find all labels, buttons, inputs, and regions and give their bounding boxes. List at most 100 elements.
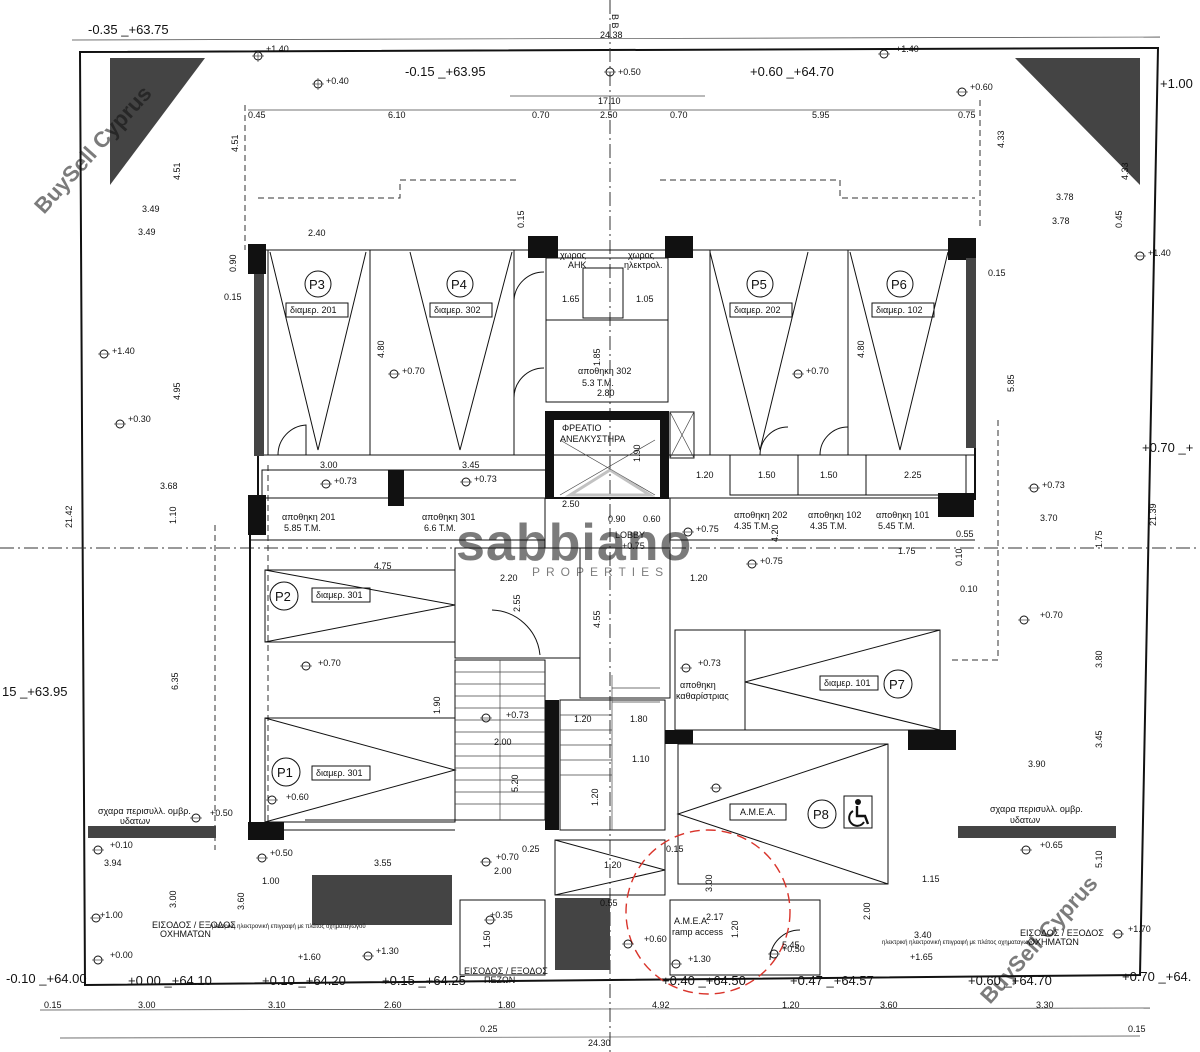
note: ΕΙΣΟΔΟΣ / ΕΞΟΔΟΣ xyxy=(1020,928,1104,938)
dim: 1.20 xyxy=(690,573,708,583)
spot-level: +1.40 xyxy=(1148,248,1171,258)
room-label: LOBBY xyxy=(615,530,645,540)
dim: 0.15 xyxy=(988,268,1006,278)
watermark-brand-sub: PROPERTIES xyxy=(532,565,669,579)
dim: 1.75 xyxy=(1094,530,1104,548)
spot-level: +0.75 xyxy=(760,556,783,566)
spot-level: +0.30 xyxy=(128,414,151,424)
spot-level: +1.40 xyxy=(266,44,289,54)
spot-level: +0.73 xyxy=(474,474,497,484)
note: σχαρα περισυλλ. ομβρ. xyxy=(990,804,1083,814)
column xyxy=(248,822,284,840)
corner-hatch-left xyxy=(110,58,205,185)
storage-name: αποθηκη 301 xyxy=(422,512,475,522)
dim: 3.49 xyxy=(142,204,160,214)
dim: 1.80 xyxy=(498,1000,516,1010)
level-top-right: +1.00 xyxy=(1160,76,1193,91)
dim: 3.10 xyxy=(268,1000,286,1010)
spot-level: +1.00 xyxy=(100,910,123,920)
level-top-left: -0.35 _+63.75 xyxy=(88,22,169,37)
spot-level: +1.30 xyxy=(376,946,399,956)
dim: 3.90 xyxy=(1028,759,1046,769)
dim: 0.15 xyxy=(224,292,242,302)
dim: 17.10 xyxy=(598,96,621,106)
storage-area: 4.35 T.M. xyxy=(810,521,847,531)
level-top-mid-left: -0.15 _+63.95 xyxy=(405,64,486,79)
axis-label-top: B B xyxy=(610,14,620,29)
note: ΟΧΗΜΑΤΩΝ xyxy=(160,929,211,939)
dim: 4.51 xyxy=(172,162,182,180)
parking-owner: διαμερ. 201 xyxy=(290,305,337,315)
dim: 1.50 xyxy=(482,930,492,948)
dim: 4.33 xyxy=(1120,162,1130,180)
storage-name: αποθηκη 201 xyxy=(282,512,335,522)
spot-level: +1.30 xyxy=(688,954,711,964)
dim: 3.45 xyxy=(1094,730,1104,748)
spot-level: +0.70 xyxy=(402,366,425,376)
dim: 3.30 xyxy=(1036,1000,1054,1010)
note: ΟΧΗΜΑΤΩΝ xyxy=(1028,937,1079,947)
dim: 0.10 xyxy=(954,548,964,566)
level-bottom: +0.60 _+64.70 xyxy=(968,973,1052,988)
spot-level: +0.73 xyxy=(698,658,721,668)
dim: 3.00 xyxy=(168,890,178,908)
column xyxy=(388,470,404,506)
spot-level: +0.50 xyxy=(210,808,233,818)
dim: 1.10 xyxy=(168,506,178,524)
storage-area: 4.35 T.M. xyxy=(734,521,771,531)
spot-level: +0.73 xyxy=(1042,480,1065,490)
dim: 1.90 xyxy=(432,696,442,714)
spot-level: +1.40 xyxy=(112,346,135,356)
dim: 0.55 xyxy=(600,898,618,908)
dim: 3.60 xyxy=(236,892,246,910)
level-bottom: +0.70 _+64. xyxy=(1122,969,1191,984)
spot-level: +1.40 xyxy=(896,44,919,54)
dim: 3.70 xyxy=(1040,513,1058,523)
dim: 4.20 xyxy=(770,524,780,542)
dim: 2.55 xyxy=(512,594,522,612)
dim: 4.92 xyxy=(652,1000,670,1010)
column xyxy=(248,244,266,274)
dim: 0.10 xyxy=(960,584,978,594)
parking-P8 xyxy=(676,743,889,885)
dim: 1.20 xyxy=(782,1000,800,1010)
note: υδατων xyxy=(1010,815,1041,825)
dim: 21.42 xyxy=(64,505,74,528)
storage-name: αποθηκη 102 xyxy=(808,510,861,520)
spot-level: +0.73 xyxy=(506,710,529,720)
parking-code: P4 xyxy=(451,277,467,292)
dim: 4.95 xyxy=(172,382,182,400)
note: ΠΕΖΩΝ xyxy=(484,975,515,985)
wheelchair-icon xyxy=(843,795,873,829)
drain-grate-left xyxy=(88,826,216,838)
dim: 2.40 xyxy=(308,228,326,238)
column xyxy=(545,700,559,830)
dim: 1.50 xyxy=(758,470,776,480)
dim: 1.10 xyxy=(632,754,650,764)
spot-level: +0.70 xyxy=(806,366,829,376)
dim: 4.33 xyxy=(996,130,1006,148)
column xyxy=(248,495,266,535)
dim: 0.25 xyxy=(522,844,540,854)
dim: 3.55 xyxy=(374,858,392,868)
room-label: καθαρίστριας xyxy=(676,691,729,701)
drain-grate-right xyxy=(958,826,1116,838)
dim: 2.00 xyxy=(494,866,512,876)
dim: 2.50 xyxy=(562,499,580,509)
dim: 5.95 xyxy=(812,110,830,120)
parking-code: P1 xyxy=(277,765,293,780)
note: ΕΙΣΟΔΟΣ / ΕΞΟΔΟΣ xyxy=(464,966,548,976)
dim: 0.90 xyxy=(228,254,238,272)
dim: 2.50 xyxy=(600,110,618,120)
spot-level: +0.10 xyxy=(110,840,133,850)
dim: 3.80 xyxy=(1094,650,1104,668)
column xyxy=(908,730,956,750)
dim: 0.45 xyxy=(248,110,266,120)
dim: 6.10 xyxy=(388,110,406,120)
dim: 3.40 xyxy=(914,930,932,940)
spot-level: +0.00 xyxy=(110,950,133,960)
storage-name: αποθηκη 202 xyxy=(734,510,787,520)
level-bottom: +0.00 _+64.10 xyxy=(128,973,212,988)
dim: 3.00 xyxy=(704,874,714,892)
